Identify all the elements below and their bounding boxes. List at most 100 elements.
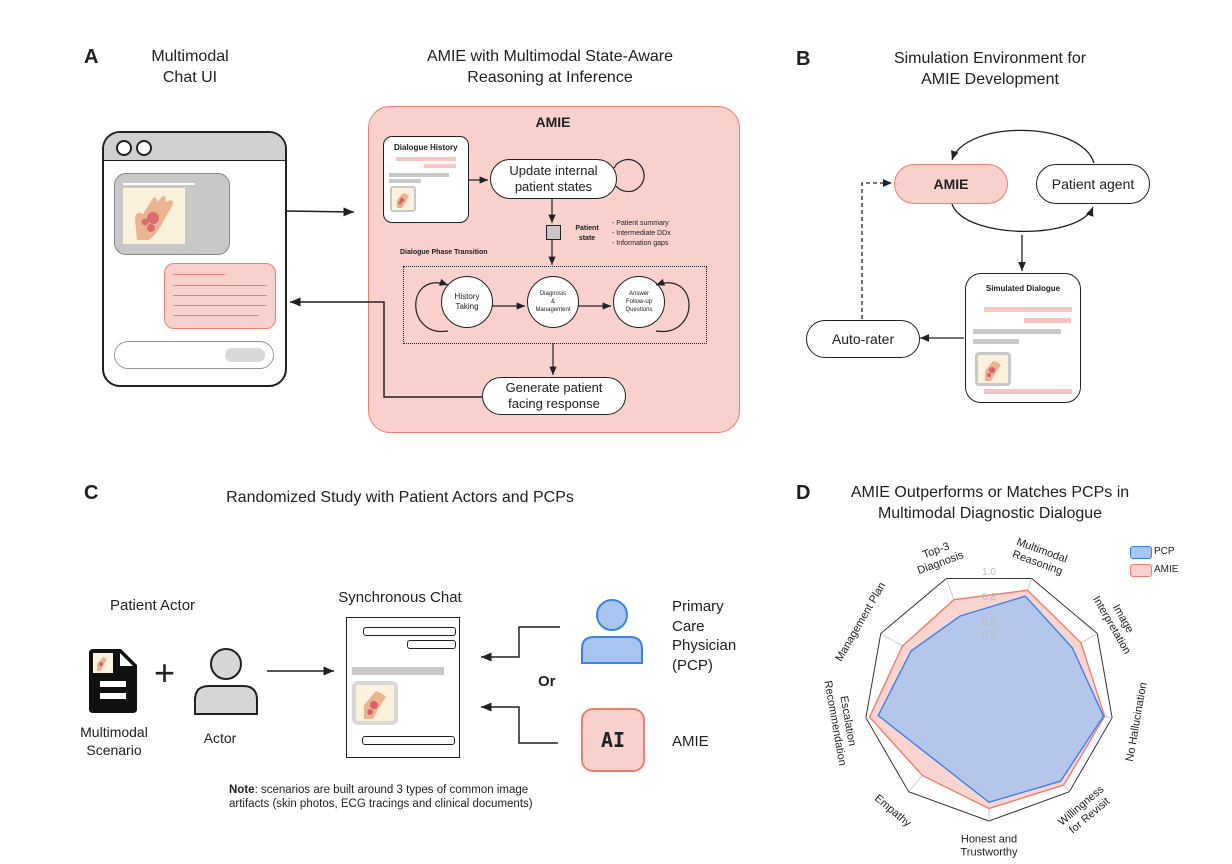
- bubble-line: [173, 274, 225, 276]
- window-dot-icon[interactable]: [136, 140, 152, 156]
- simulation-title: Simulation Environment for AMIE Developm…: [860, 48, 1120, 90]
- message-bar: [389, 179, 421, 183]
- note-line1: : scenarios are built around 3 types of …: [254, 784, 529, 796]
- radar-axis-label-line: Honest and: [961, 834, 1017, 846]
- patient-state-item: - Patient summary: [612, 220, 669, 227]
- phase-label-line: Diagnosis: [539, 291, 567, 297]
- hand-lesion-icon: [135, 196, 173, 240]
- radar-title-line2: Multimodal Diagnostic Dialogue: [877, 505, 1103, 522]
- pcp-label-line: Care: [672, 617, 705, 635]
- message-bar: [984, 307, 1072, 312]
- image-message-bubble: [114, 173, 230, 255]
- patient-state-items: - Patient summary - Intermediate DDx - I…: [612, 219, 671, 249]
- radar-grid-ring: [865, 578, 1113, 822]
- sync-chat-window: [346, 617, 460, 758]
- generate-line2: facing response: [508, 396, 600, 411]
- radar-axis-label: Management Plan: [833, 580, 888, 663]
- amie-node: AMIE: [894, 164, 1008, 204]
- legend-item-pcp[interactable]: PCP: [1130, 543, 1178, 561]
- window-dot-icon[interactable]: [116, 140, 132, 156]
- message-bar: [973, 329, 1061, 334]
- pcp-label-line: (PCP): [672, 656, 713, 674]
- amie-inference-title: AMIE with Multimodal State-Aware Reasoni…: [380, 46, 720, 88]
- generate-response-node: Generate patient facing response: [482, 377, 626, 415]
- message-bar: [389, 173, 449, 177]
- radar-axis-label: Empathy: [872, 792, 913, 829]
- pcp-label-line: Physician: [672, 637, 737, 654]
- update-states-line1: Update internal: [509, 163, 598, 178]
- message-bar: [984, 389, 1072, 394]
- send-button[interactable]: [225, 348, 265, 362]
- radar-axis-label: No Hallucination: [1124, 682, 1150, 763]
- scenario-label-line2: Scenario: [86, 742, 142, 758]
- update-states-line2: patient states: [514, 179, 593, 194]
- patient-state-box: [546, 225, 561, 240]
- window-titlebar: [104, 133, 285, 161]
- radar-axis-label-line: Trustworthy: [960, 847, 1018, 859]
- phase-label-line: History: [454, 292, 480, 301]
- ai-badge-icon: AI: [581, 708, 645, 772]
- pcp-label-line: Primary: [672, 598, 724, 615]
- simulation-title-line1: Simulation Environment for: [893, 50, 1087, 67]
- bubble-line: [123, 183, 195, 185]
- simulation-title-line2: AMIE Development: [921, 71, 1059, 88]
- patient-state-label: Patient state: [568, 224, 606, 244]
- scenario-document-icon: [89, 649, 137, 713]
- thumbnail-photo: [390, 186, 416, 212]
- chat-ui-window: [102, 131, 287, 387]
- chat-input-field[interactable]: [114, 341, 274, 369]
- patient-actor-label: Patient Actor: [110, 597, 196, 614]
- bubble-line: [173, 315, 259, 317]
- bubble-line: [173, 295, 267, 297]
- legend-swatch-pcp: [1130, 545, 1152, 559]
- radar-tick-label: 0.5: [982, 630, 996, 641]
- radar-title: AMIE Outperforms or Matches PCPs in Mult…: [830, 482, 1150, 524]
- randomized-study-title: Randomized Study with Patient Actors and…: [226, 489, 574, 506]
- phase-label-line: Questions: [625, 307, 653, 313]
- patient-state-item: - Intermediate DDx: [612, 230, 671, 237]
- actor-person-icon: [194, 648, 258, 715]
- panel-a-letter: A: [84, 46, 99, 68]
- message-bar: [1024, 318, 1071, 323]
- radar-tick-label: 0.8: [982, 592, 996, 603]
- ai-badge-text: AI: [600, 728, 626, 752]
- simulated-dialogue-card: Simulated Dialogue: [965, 273, 1081, 403]
- patient-state-label-line1: Patient: [575, 225, 599, 232]
- phase-diagnosis-management: Diagnosis & Management: [527, 276, 579, 328]
- sync-chat-label: Synchronous Chat: [338, 589, 462, 606]
- message-bar: [424, 164, 456, 168]
- phase-label-line: Follow-up: [625, 299, 652, 305]
- message-bar: [973, 339, 1019, 344]
- note-line2: artifacts (skin photos, ECG tracings and…: [229, 798, 533, 810]
- ai-response-bubble: [164, 263, 276, 329]
- chat-ui-title-line2: Chat UI: [162, 69, 218, 86]
- radar-series-pcp: [877, 595, 1105, 804]
- hand-lesion-icon: [985, 361, 1001, 381]
- chat-ui-title: Multimodal Chat UI: [130, 46, 250, 88]
- thumbnail-photo: [975, 352, 1011, 386]
- multimodal-scenario-label: Multimodal Scenario: [66, 723, 162, 759]
- amie-inference-title-line2: Reasoning at Inference: [467, 69, 633, 86]
- generate-line1: Generate patient: [505, 380, 603, 395]
- amie-label: AMIE: [672, 733, 709, 750]
- or-label: Or: [538, 673, 556, 690]
- message-outline: [362, 736, 455, 745]
- phase-label-line: Answer: [628, 291, 649, 297]
- legend-item-amie[interactable]: AMIE: [1130, 561, 1178, 579]
- chart-legend: PCP AMIE: [1130, 543, 1178, 579]
- panel-b-letter: B: [796, 48, 811, 70]
- phase-label-line: &: [550, 299, 555, 305]
- amie-box-label: AMIE: [535, 114, 571, 130]
- legend-label: PCP: [1154, 546, 1175, 557]
- plus-sign: +: [154, 652, 176, 693]
- scenario-label-line1: Multimodal: [80, 724, 148, 740]
- legend-swatch-amie: [1130, 563, 1152, 577]
- hand-lesion-icon: [364, 691, 386, 719]
- patient-agent-node: Patient agent: [1036, 164, 1150, 204]
- message-bar: [396, 157, 456, 161]
- note-text: Note: scenarios are built around 3 types…: [229, 783, 533, 811]
